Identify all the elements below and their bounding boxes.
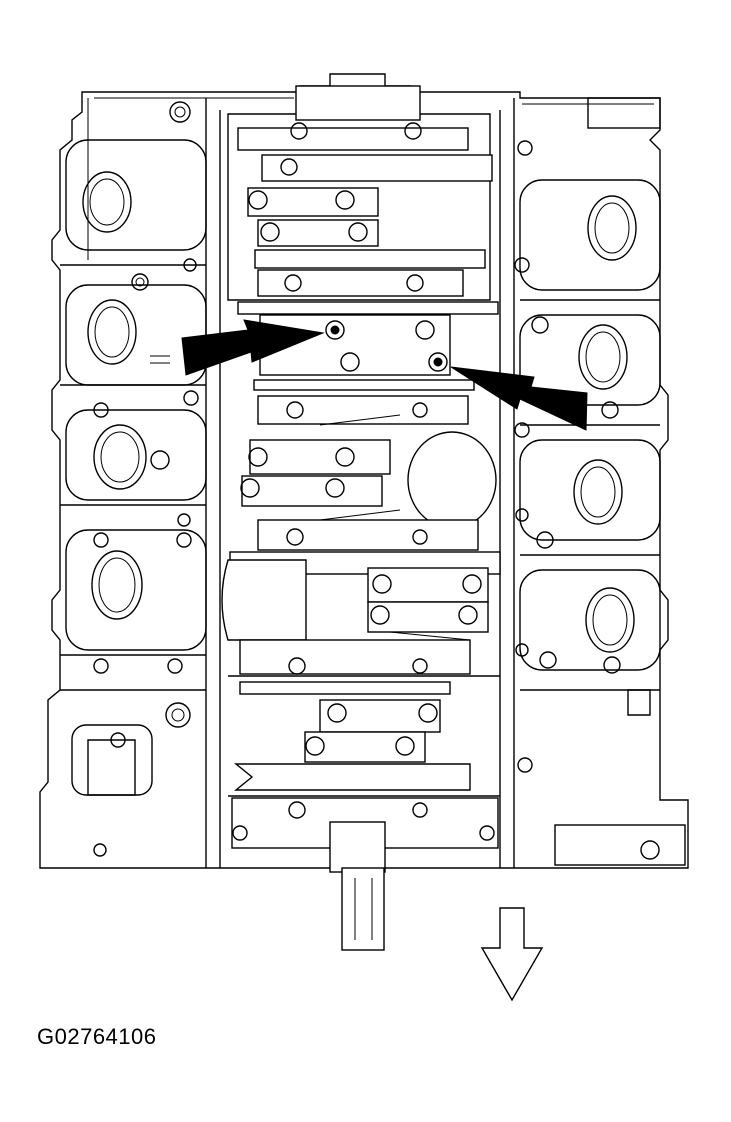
right-arrow-icon [450, 366, 588, 431]
left-cylinder-bank [60, 101, 207, 857]
main-bearing-bolt-right [428, 352, 448, 372]
main-bearing-bolt-left [325, 320, 345, 340]
front-direction-arrow-icon [480, 907, 544, 1002]
right-cylinder-bank [514, 97, 686, 866]
figure-id-label: G02764106 [37, 1024, 157, 1049]
crankshaft-main-bearing-area [205, 85, 515, 951]
left-arrow-icon [181, 319, 325, 376]
